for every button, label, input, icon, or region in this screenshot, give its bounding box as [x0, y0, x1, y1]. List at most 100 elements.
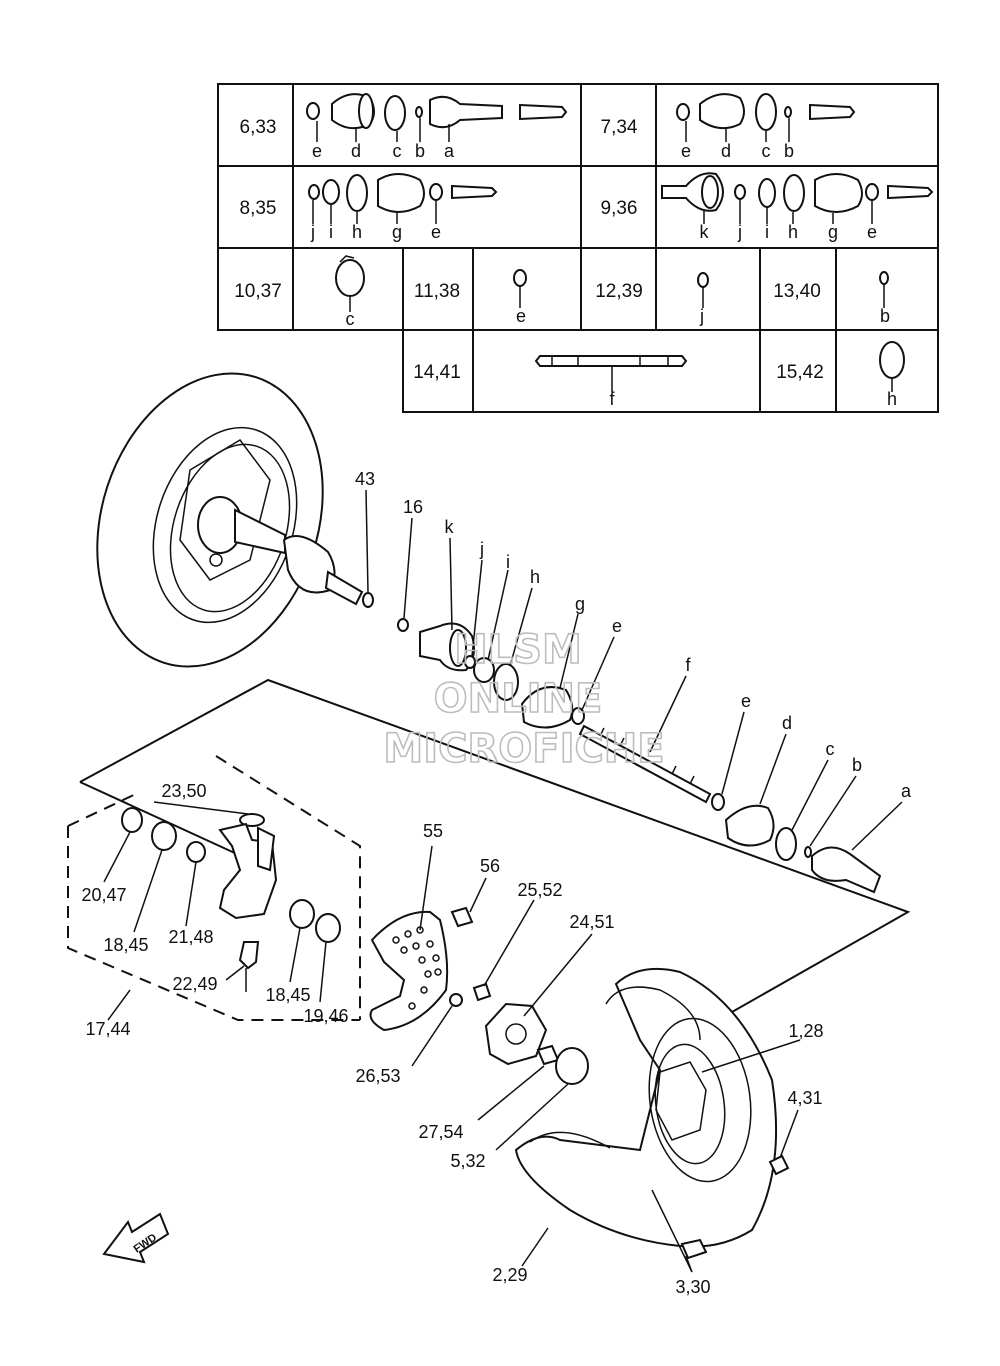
table-letter: i: [329, 222, 333, 242]
boot-g: [520, 686, 574, 729]
callout-2-29: 2,29: [492, 1265, 527, 1285]
brake-disc-assembly: [369, 845, 593, 1151]
callout-i: i: [506, 552, 510, 572]
table-ref-13-40: 13,40: [773, 281, 821, 302]
wheel-nut-4-31: [768, 1154, 790, 1176]
seal-18-45a: [151, 821, 177, 851]
callout-e-inner: e: [612, 616, 622, 636]
callout-5-32: 5,32: [450, 1151, 485, 1171]
rear-wheel-assembly: [96, 372, 364, 668]
callout-43: 43: [355, 469, 375, 489]
table-ref-8-35: 8,35: [240, 198, 277, 219]
callout-17-44: 17,44: [85, 1019, 130, 1039]
table-letter: a: [444, 141, 455, 161]
watermark-line-3: MICROFICHE: [383, 726, 664, 772]
callout-e-outer: e: [741, 691, 751, 711]
callout-27-54: 27,54: [418, 1122, 463, 1142]
table-ref-15-42: 15,42: [776, 362, 824, 383]
table-letter: k: [700, 222, 710, 242]
callout-4-31: 4,31: [787, 1088, 822, 1108]
table-letter: g: [392, 222, 402, 242]
callout-24-51: 24,51: [569, 912, 614, 932]
table-sketch-band-c: [335, 255, 365, 312]
callout-55: 55: [423, 821, 443, 841]
callout-18-45a: 18,45: [103, 935, 148, 955]
callout-3-30: 3,30: [675, 1277, 710, 1297]
clip-j: [464, 655, 476, 669]
ring-b: [804, 846, 812, 858]
table-sketch-clip-e: [513, 269, 527, 308]
fwd-arrow: FWD: [102, 1212, 170, 1264]
outer-joint-a: [811, 846, 882, 894]
table-frame: [217, 83, 939, 331]
table-letter: c: [346, 309, 355, 329]
callout-56: 56: [480, 856, 500, 876]
table-ref-14-41: 14,41: [413, 362, 461, 383]
callout-16: 16: [403, 497, 423, 517]
seal-18-45b: [289, 899, 315, 929]
watermark-line-2: ONLINE: [434, 676, 603, 722]
table-letter: b: [784, 141, 794, 161]
table-letter: b: [880, 306, 890, 326]
table-letter: d: [721, 141, 731, 161]
seal-19-46: [315, 913, 341, 943]
wheel-hub-24-51: [484, 1002, 548, 1066]
callout-d: d: [782, 713, 792, 733]
circlip-16: [397, 618, 409, 632]
callout-b: b: [852, 755, 862, 775]
table-letter: f: [609, 389, 615, 409]
ring-i: [473, 657, 495, 683]
callout-25-52: 25,52: [517, 880, 562, 900]
bolt-25-52: [472, 982, 492, 1002]
callout-26-53: 26,53: [355, 1066, 400, 1086]
callout-c: c: [826, 739, 835, 759]
callout-23-50: 23,50: [161, 781, 206, 801]
watermark: HLSM ONLINE MICROFICHE: [383, 626, 666, 773]
band-c: [775, 827, 797, 861]
table-letter: c: [393, 141, 402, 161]
bearing-20-47: [121, 807, 143, 833]
callout-19-46: 19,46: [303, 1006, 348, 1026]
table-ref-12-39: 12,39: [595, 281, 643, 302]
table-letter: j: [310, 222, 315, 242]
boot-d: [724, 804, 775, 847]
ball-joint-22-49: [238, 941, 260, 970]
table-sketch-cv-boot-kit-inner: [308, 173, 498, 224]
table-ref-6-33: 6,33: [240, 117, 277, 138]
callout-20-47: 20,47: [81, 885, 126, 905]
table-letter: j: [699, 306, 704, 326]
table-sketch-shaft-f: [534, 355, 688, 392]
table-ref-11-38: 11,38: [414, 281, 460, 302]
table-sketch-ring-b: [879, 271, 889, 308]
table-ref-9-36: 9,36: [601, 198, 638, 219]
table-letter: h: [788, 222, 798, 242]
front-wheel-assembly: [514, 967, 801, 1273]
cap-5-32: [555, 1047, 589, 1085]
parts-table: 6,33 7,34 e d c b a e d c b 8,35 9,36 j …: [217, 83, 939, 413]
table-letter: g: [828, 222, 838, 242]
table-letter: h: [352, 222, 362, 242]
table-sketch-clip-j: [697, 272, 709, 308]
table-letter: e: [516, 306, 526, 326]
callout-j: j: [479, 539, 484, 559]
table-sketch-cv-joint-outer: [306, 93, 568, 142]
table-sketch-cv-boot-kit-outer: [676, 93, 856, 142]
callout-1-28: 1,28: [788, 1021, 823, 1041]
table-letter: e: [431, 222, 441, 242]
band-e-inner: [571, 707, 585, 725]
table-ref-7-34: 7,34: [601, 117, 638, 138]
table-letter: e: [312, 141, 322, 161]
callout-labels: 43 16 k j i h g e f e d c b a 23,50 20,4…: [81, 469, 912, 1297]
washer-26-53: [449, 993, 463, 1007]
table-letter: e: [867, 222, 877, 242]
table-letter: c: [762, 141, 771, 161]
valve-3-30: [680, 1238, 708, 1260]
callout-h: h: [530, 567, 540, 587]
watermark-line-1: HLSM: [454, 627, 582, 673]
axle-shaft-f: [578, 724, 712, 804]
knuckle-group: [67, 755, 361, 1021]
collar-21-48: [186, 841, 206, 863]
table-letter: e: [681, 141, 691, 161]
